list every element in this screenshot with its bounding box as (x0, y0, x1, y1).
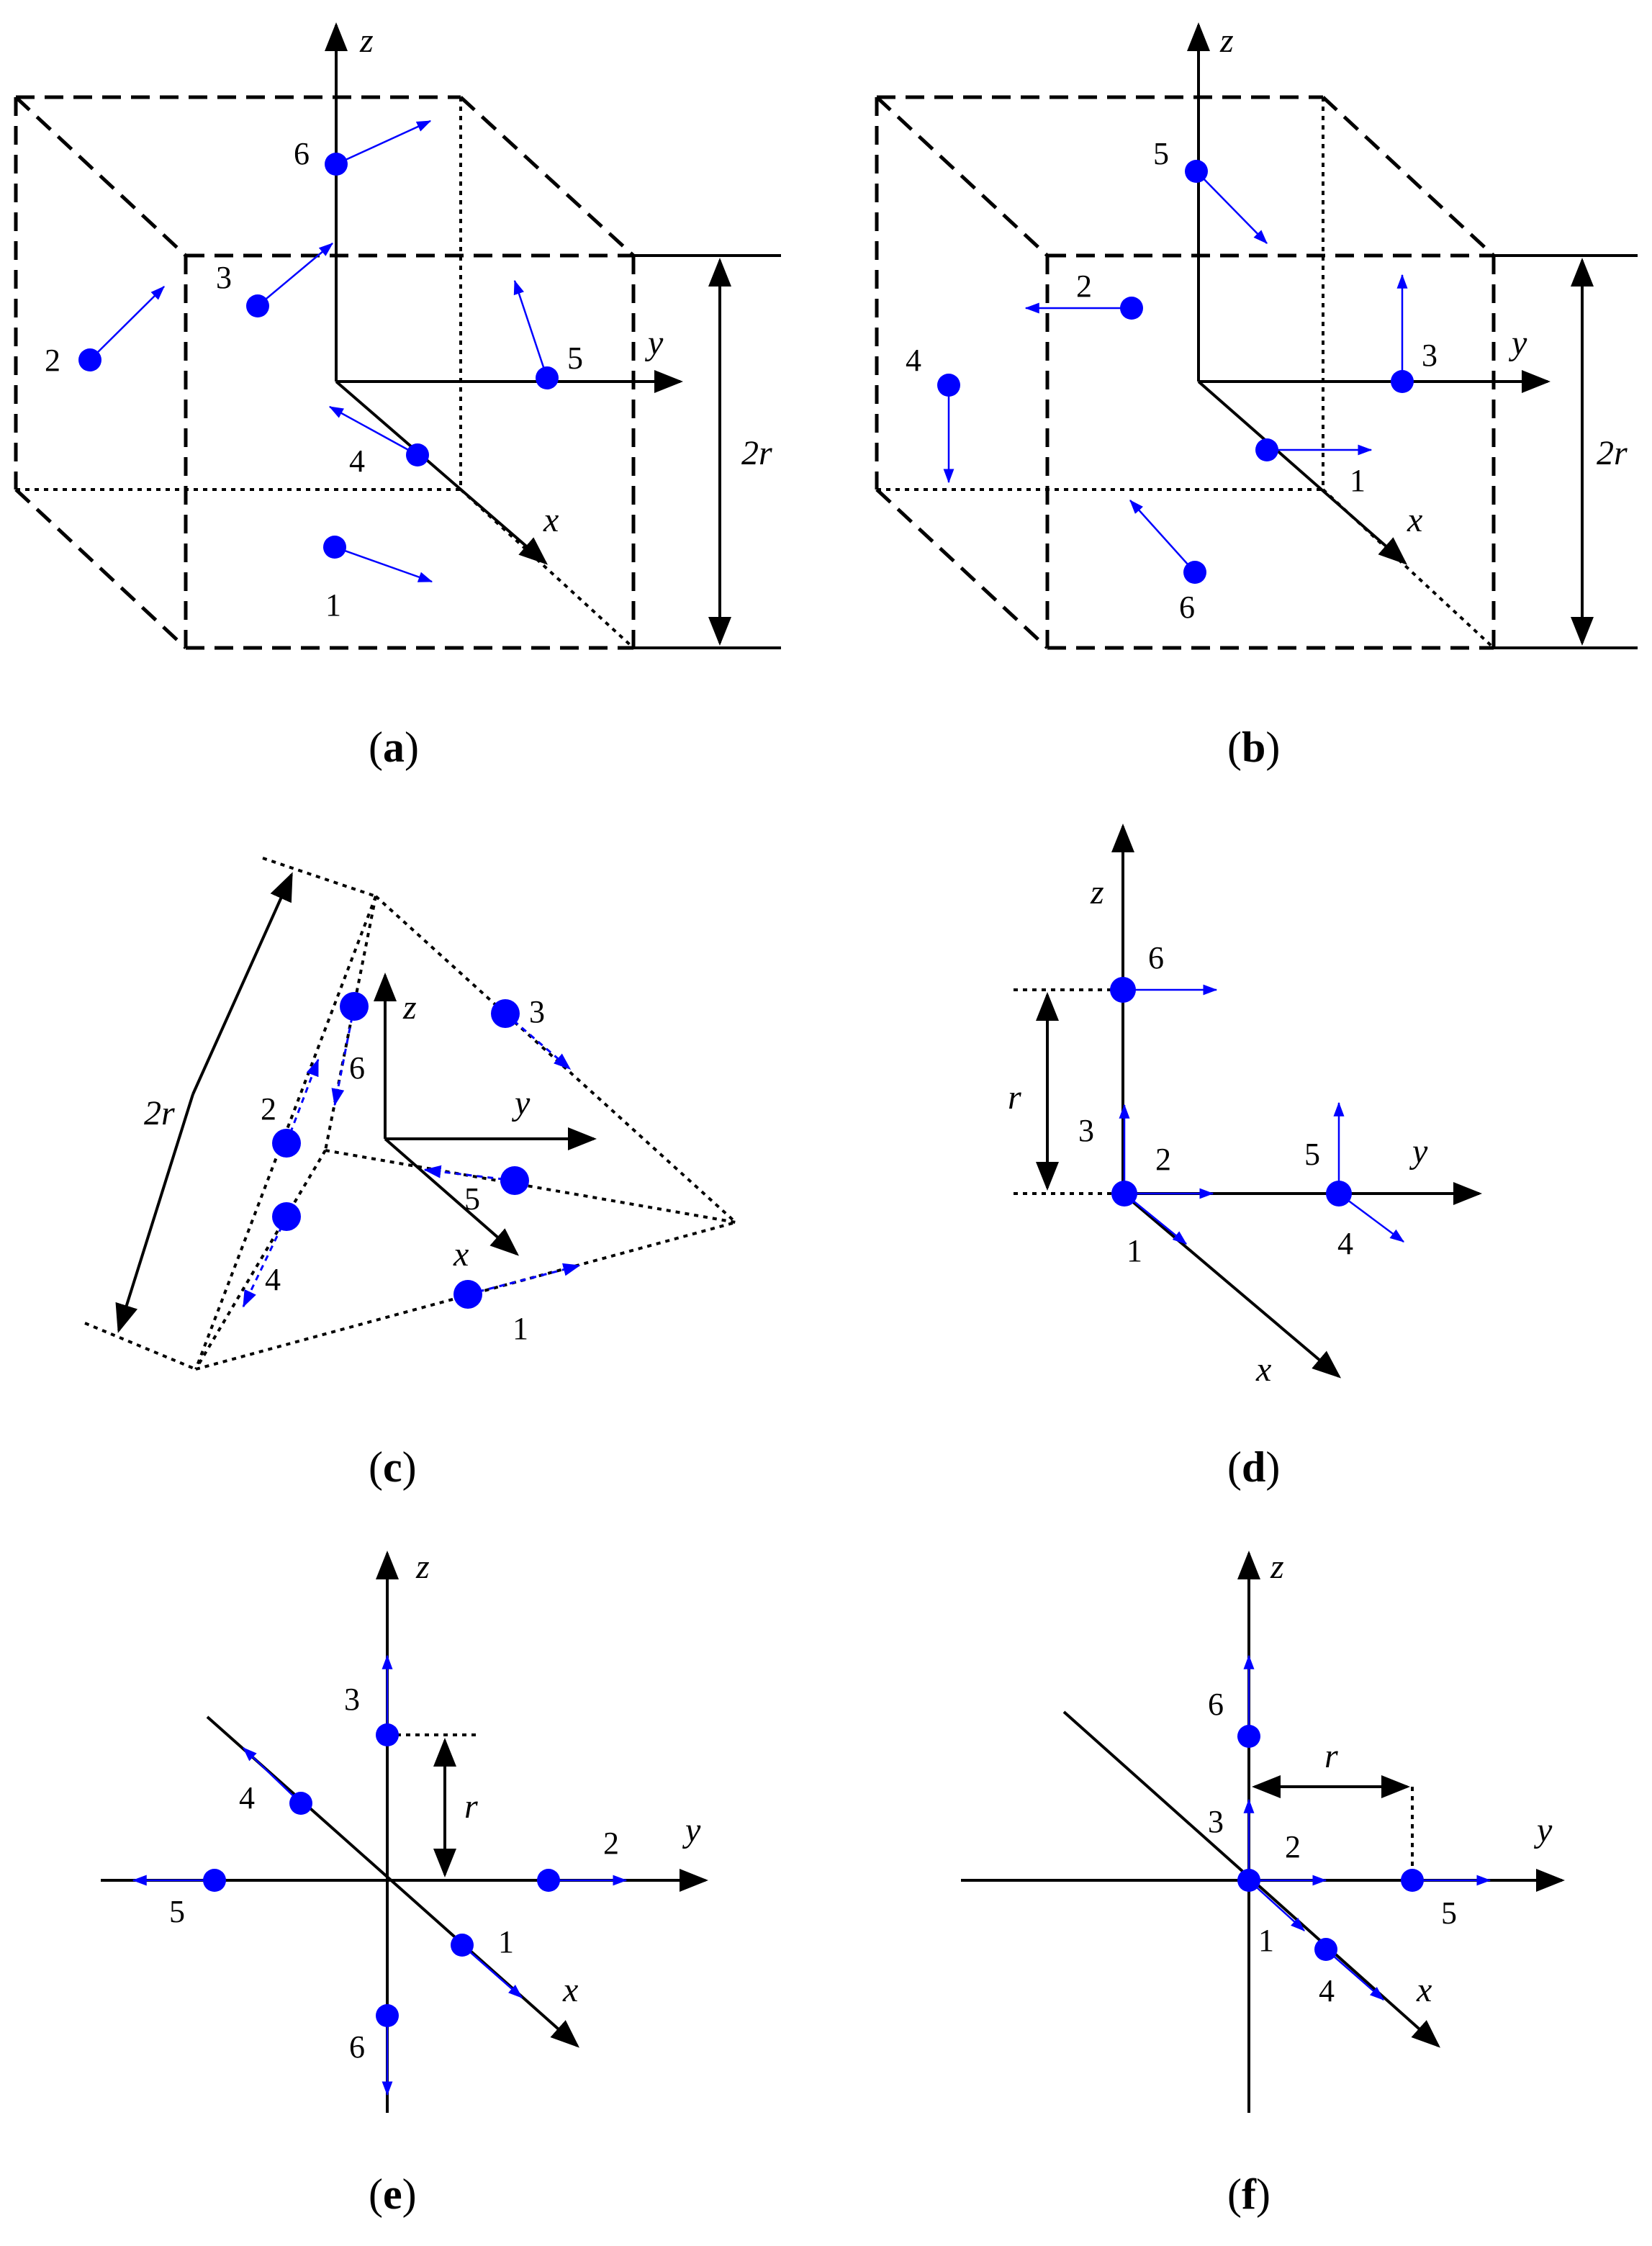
axes: z y x (374, 973, 597, 1273)
point-label-2: 2 (1155, 1142, 1171, 1177)
z-axis-label: z (1090, 873, 1104, 911)
y-axis-label: y (511, 1084, 531, 1122)
tetrahedron-frame (84, 857, 737, 1371)
point-label-6: 6 (349, 2029, 365, 2065)
dimension-label-2r: 2r (741, 434, 772, 472)
point-label-6: 6 (1148, 940, 1164, 975)
point-label-3: 3 (344, 1682, 360, 1717)
x-axis-label: x (1255, 1350, 1271, 1389)
z-axis-label: z (1219, 22, 1234, 60)
point-label-4: 4 (239, 1780, 255, 1816)
dimension-label-r: r (1008, 1078, 1021, 1117)
panel-b: z y x 2r 1 2 3 4 5 (875, 22, 1638, 771)
axes: z y x (1090, 824, 1482, 1389)
caption-b: (b) (1227, 723, 1280, 771)
dimension-2r: 2r (633, 254, 781, 649)
dimension-label-r: r (464, 1787, 478, 1826)
point-label-1: 1 (1350, 463, 1366, 498)
point-label-1: 1 (1127, 1233, 1142, 1268)
panel-a: z y x 2r 1 2 3 4 5 (14, 22, 781, 771)
y-axis-label: y (1508, 324, 1527, 362)
points: 1 2 3 4 5 6 (906, 136, 1437, 625)
points: 1 2 3 4 5 6 (242, 992, 581, 1346)
caption-d: (d) (1227, 1443, 1280, 1491)
x-axis-label: x (453, 1235, 469, 1273)
dimension-2r: 2r (1494, 254, 1638, 649)
dimension-r: r (387, 1733, 478, 1877)
z-axis-label: z (402, 988, 417, 1027)
dimension-2r: 2r (115, 872, 293, 1333)
point-label-4: 4 (1319, 1973, 1335, 2008)
point-label-3: 3 (1208, 1804, 1224, 1839)
points: 1 2 3 4 5 6 (1208, 1654, 1491, 2008)
point-label-5: 5 (1153, 136, 1169, 171)
point-label-2: 2 (1076, 269, 1092, 304)
axes: z y x (325, 22, 683, 565)
point-label-1: 1 (1258, 1923, 1274, 1958)
x-axis-label: x (1407, 501, 1422, 539)
panel-d: z y x r 1 2 3 4 5 6 ( (1008, 824, 1482, 1491)
point-label-6: 6 (1179, 590, 1195, 625)
point-label-5: 5 (1304, 1137, 1320, 1172)
points: 1 2 3 4 5 6 (45, 119, 583, 623)
point-label-3: 3 (1078, 1113, 1094, 1148)
point-label-5: 5 (464, 1181, 480, 1217)
z-axis-label: z (415, 1548, 430, 1586)
caption-a: (a) (369, 723, 419, 771)
point-label-4: 4 (906, 343, 921, 378)
x-axis-label: x (1416, 1971, 1432, 2009)
point-label-2: 2 (45, 343, 60, 378)
dimension-label-r: r (1324, 1737, 1338, 1775)
z-axis-label: z (1270, 1548, 1284, 1586)
caption-c: (c) (369, 1443, 417, 1491)
dimension-r: r (1252, 1737, 1414, 1880)
y-axis-label: y (1409, 1132, 1428, 1171)
x-axis-label: x (543, 501, 559, 539)
points: 1 2 3 4 5 6 (132, 1654, 628, 2096)
point-label-2: 2 (603, 1826, 619, 1861)
caption-f: (f) (1227, 2170, 1270, 2218)
y-axis-label: y (644, 324, 664, 362)
panel-c: 2r z y x 1 2 3 4 5 (84, 857, 737, 1491)
point-label-2: 2 (261, 1091, 276, 1127)
y-axis-label: y (1533, 1811, 1553, 1849)
point-label-1: 1 (513, 1311, 528, 1346)
dimension-r: r (1008, 988, 1123, 1195)
x-axis-label: x (562, 1971, 578, 2009)
point-label-6: 6 (294, 136, 310, 171)
point-label-4: 4 (1337, 1226, 1353, 1261)
dimension-label-2r: 2r (144, 1094, 175, 1132)
cube-frame (875, 95, 1496, 650)
dimension-label-2r: 2r (1597, 434, 1628, 472)
point-label-5: 5 (169, 1894, 185, 1929)
point-label-6: 6 (1208, 1687, 1224, 1722)
panel-f: z y x r 1 2 3 4 5 6 ( (961, 1548, 1565, 2218)
axes: z y x (1187, 22, 1551, 565)
point-label-2: 2 (1285, 1829, 1301, 1864)
y-axis-label: y (682, 1811, 701, 1849)
point-label-5: 5 (567, 340, 583, 376)
axes: z y x (961, 1548, 1565, 2113)
point-label-1: 1 (498, 1924, 514, 1959)
point-label-3: 3 (529, 994, 545, 1029)
point-label-4: 4 (349, 443, 365, 479)
z-axis-label: z (359, 22, 374, 60)
point-label-6: 6 (349, 1050, 365, 1086)
points: 1 2 3 4 5 6 (1078, 940, 1405, 1268)
point-label-1: 1 (325, 587, 341, 623)
point-label-3: 3 (1422, 338, 1437, 373)
point-label-5: 5 (1441, 1895, 1457, 1931)
point-label-4: 4 (265, 1262, 281, 1297)
caption-e: (e) (369, 2170, 417, 2218)
panel-e: z y x r 1 2 3 4 5 (101, 1548, 708, 2218)
point-label-3: 3 (216, 260, 232, 295)
